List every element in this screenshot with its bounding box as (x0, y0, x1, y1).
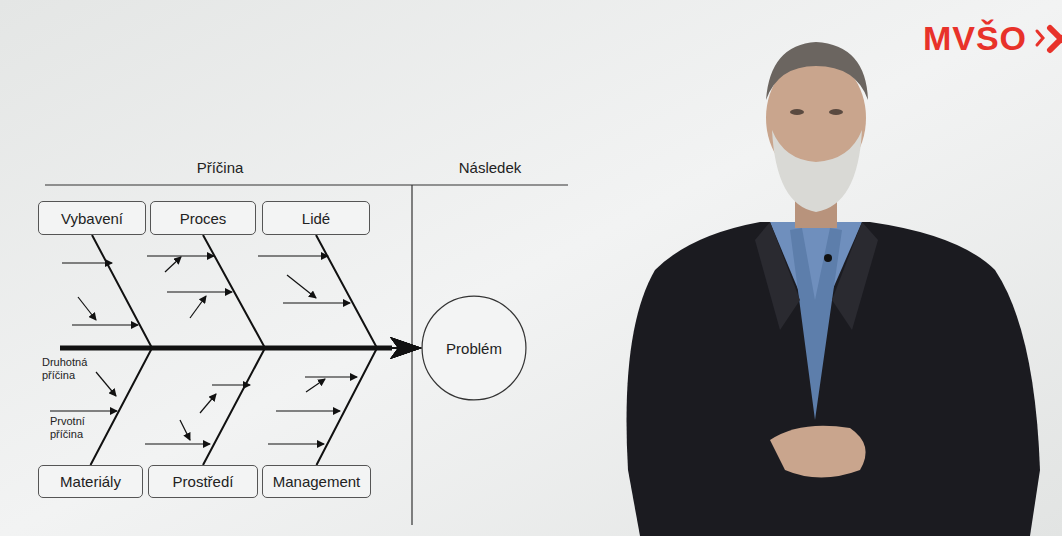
cause-arrows (50, 256, 357, 444)
category-box: Management (262, 465, 371, 498)
column-heading: Následek (459, 159, 522, 177)
problem-circle: Problém (421, 295, 527, 401)
category-box: Proces (150, 201, 256, 235)
column-heading: Příčina (197, 159, 244, 177)
cause-bone (92, 235, 421, 348)
category-box: Materiály (38, 465, 143, 498)
presenter (627, 42, 1040, 536)
cause-bone (91, 348, 422, 465)
node-text: Materiály (60, 473, 121, 490)
header-line (45, 184, 568, 185)
divider-line (411, 185, 412, 525)
node-text: Problém (446, 340, 502, 357)
node-text: Management (273, 473, 361, 490)
annotation: Druhotná příčina (42, 356, 98, 382)
category-box: Lidé (262, 201, 370, 235)
cause-bone (316, 235, 421, 348)
category-box: Vybavení (38, 201, 146, 235)
node-text: Lidé (302, 210, 330, 227)
node-text: Vybavení (61, 210, 123, 227)
cause-bone (317, 348, 422, 465)
cause-bone (203, 235, 421, 348)
annotation: Prvotní příčina (50, 415, 106, 441)
logo-text: MVŠO (923, 18, 1027, 59)
cause-bone (203, 348, 421, 465)
node-text: Proces (180, 210, 227, 227)
category-box: Prostředí (148, 465, 258, 498)
node-text: Prostředí (173, 473, 234, 490)
logo-symbol (1037, 28, 1062, 50)
